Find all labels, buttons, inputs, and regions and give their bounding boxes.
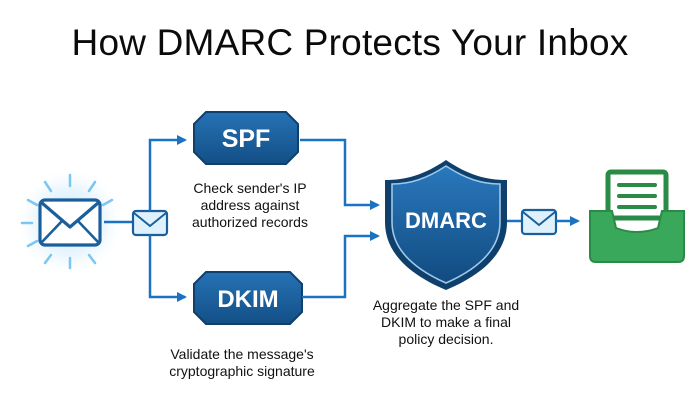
page-title: How DMARC Protects Your Inbox [71, 22, 629, 63]
dkim-label: DKIM [217, 286, 278, 313]
glow-rays [20, 173, 114, 270]
dkim-caption: Validate the message's cryptographic sig… [169, 346, 315, 379]
spf-label: SPF [222, 125, 271, 153]
inbox-tray-icon [589, 169, 685, 263]
dkim-badge: DKIM [193, 271, 303, 325]
source-email [14, 166, 126, 278]
arrow-to-dkim [148, 235, 187, 302]
dmarc-caption: Aggregate the SPF and DKIM to make a fin… [372, 297, 520, 347]
dmarc-label: DMARC [405, 208, 487, 233]
spf-badge: SPF [193, 111, 299, 165]
arrow-to-spf [148, 135, 187, 211]
small-envelope-icon [520, 208, 558, 236]
small-envelope-icon [131, 209, 169, 237]
arrow-spf-to-dmarc [300, 138, 380, 210]
arrow-dkim-to-dmarc [302, 231, 380, 299]
spf-caption: Check sender's IP address against author… [192, 180, 308, 230]
envelope-icon [38, 198, 102, 247]
shield-icon: DMARC [385, 160, 507, 290]
